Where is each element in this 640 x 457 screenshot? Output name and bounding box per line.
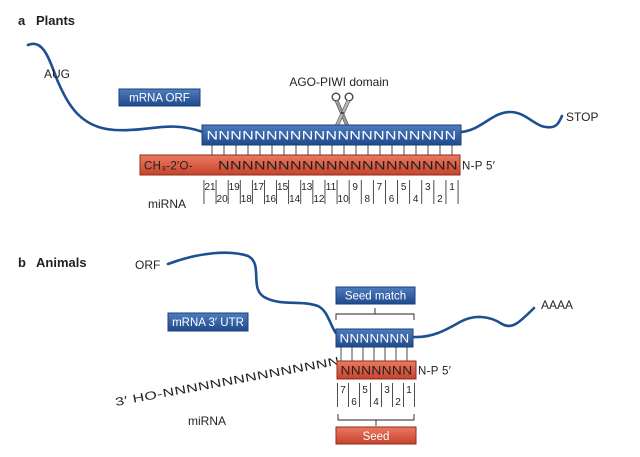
start-codon-label: AUG (44, 67, 70, 81)
animals-position-number: 2 (395, 397, 401, 408)
animals-mrna-seq: NNNNNNN (340, 334, 410, 346)
plants-position-number: 7 (377, 182, 383, 193)
plants-position-number: 1 (449, 182, 455, 193)
plants-mirna-label: miRNA (148, 197, 186, 211)
plants-base-pairs (211, 145, 453, 155)
animals-position-number: 7 (340, 385, 346, 396)
plants-mirna-prefix: CH₃-2′O- (144, 161, 193, 173)
plants-mirna-suffix: N-P 5′ (462, 161, 495, 173)
animals-mrna-seq-box (335, 328, 414, 348)
plants-mrna-strand-left (26, 42, 205, 134)
plants-position-number: 8 (365, 194, 371, 205)
plants-position-number: 13 (301, 182, 313, 193)
plants-position-number: 4 (413, 194, 419, 205)
plants-position-number: 2 (437, 194, 443, 205)
plants-position-number: 17 (253, 182, 265, 193)
seed-label: Seed (363, 431, 390, 443)
animals-position-number: 6 (351, 397, 357, 408)
plants-position-number: 5 (401, 182, 407, 193)
plants-position-number: 6 (389, 194, 395, 205)
plants-position-number: 9 (352, 182, 358, 193)
polya-label: AAAA (541, 298, 573, 312)
animals-base-pairs (340, 347, 408, 361)
mrna-orf-box (118, 88, 201, 107)
plants-mrna-strand-right (459, 110, 564, 134)
panel-a-title: Plants (36, 13, 75, 28)
panel-b-letter: b (18, 255, 26, 270)
seed-match-label: Seed match (345, 291, 406, 303)
plants-position-number: 15 (277, 182, 289, 193)
animals-mirna-suffix: N-P 5′ (418, 366, 451, 378)
plants-position-number: 10 (338, 194, 350, 205)
scissors-icon (331, 92, 354, 130)
animals-mirna-seq-box (336, 360, 417, 380)
plants-position-number: 19 (229, 182, 241, 193)
plants-position-number: 18 (241, 194, 253, 205)
animals-mirna-seq: NNNNNNN (341, 366, 413, 378)
seed-bracket (337, 414, 415, 426)
plants-position-number: 21 (204, 182, 216, 193)
mrna-utr-box (167, 312, 249, 332)
seed-box (335, 426, 417, 445)
animals-position-number: 3 (384, 385, 390, 396)
ago-piwi-label: AGO-PIWI domain (289, 75, 388, 89)
plants-position-number: 3 (425, 182, 431, 193)
animals-mirna-left-arm: 3′ HO-NNNNNNNNNNNNNNN (114, 356, 340, 409)
animals-position-number: 5 (362, 385, 368, 396)
plants-position-number: 14 (289, 194, 301, 205)
plants-mrna-seq-box (201, 124, 462, 146)
panel-b-title: Animals (36, 255, 87, 270)
panel-animals: b Animals ORF AAAA mRNA 3′ UTR Seed matc… (18, 251, 573, 445)
seed-match-box (335, 286, 416, 305)
animals-mrna-strand-left (166, 251, 342, 339)
plants-position-number: 12 (313, 194, 325, 205)
animals-position-number: 1 (406, 385, 412, 396)
plants-position-number: 16 (265, 194, 277, 205)
mrna-utr-label: mRNA 3′ UTR (172, 317, 244, 329)
plants-position-number: 20 (217, 194, 229, 205)
plants-mirna-seq: NNNNNNNNNNNNNNNNNNNN (218, 161, 458, 173)
seed-match-bracket (335, 308, 415, 320)
plants-mirna-seq-box (139, 154, 461, 176)
orf-label: ORF (135, 258, 160, 272)
panel-plants: a Plants AUG STOP mRNA ORF AGO-PIWI doma… (18, 13, 598, 211)
animals-mrna-strand-right (411, 306, 536, 339)
animals-position-number: 4 (373, 397, 379, 408)
animals-mirna-label: miRNA (188, 414, 226, 428)
mrna-orf-label: mRNA ORF (129, 93, 190, 105)
panel-a-letter: a (18, 13, 26, 28)
plants-position-number: 11 (326, 182, 337, 193)
plants-mrna-seq: NNNNNNNNNNNNNNNNNNNNN (207, 131, 457, 143)
stop-codon-label: STOP (566, 110, 598, 124)
